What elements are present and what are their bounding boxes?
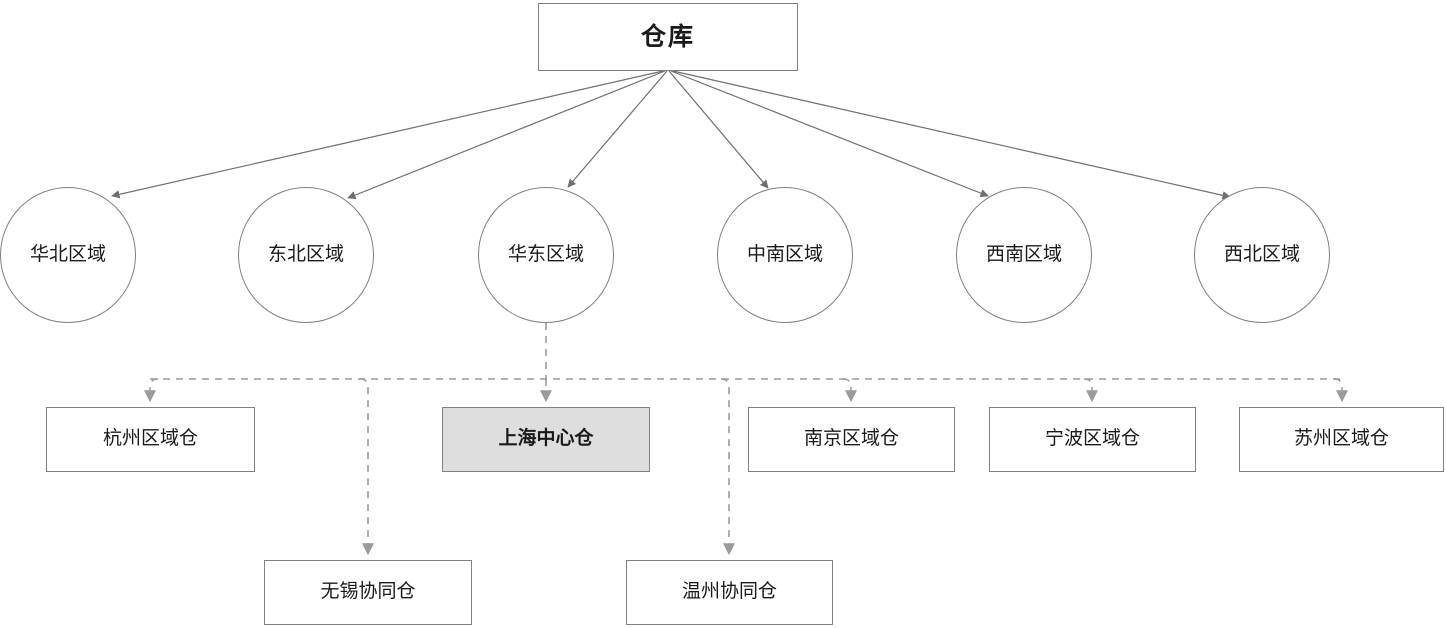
node-region-xibei[interactable]: 西北区域 — [1194, 187, 1330, 323]
root-to-region-edges — [111, 70, 1231, 200]
node-region-huabei-label: 华北区域 — [29, 243, 106, 265]
node-warehouse-hangzhou[interactable]: 杭州区域仓 — [46, 407, 255, 472]
node-region-xibei-label: 西北区域 — [1223, 243, 1300, 265]
edge-root-huabei — [111, 70, 664, 199]
edge-drop-ningbo — [1083, 378, 1098, 403]
node-warehouse-shanghai-center[interactable]: 上海中心仓 — [442, 407, 650, 472]
node-root-label: 仓库 — [640, 23, 695, 51]
node-region-zhongnan-label: 中南区域 — [746, 243, 823, 265]
edge-drop-wenzhou — [720, 378, 735, 556]
node-warehouse-ningbo[interactable]: 宁波区域仓 — [989, 407, 1196, 472]
edge-drop-wuxi — [359, 378, 374, 556]
node-warehouse-ningbo-label: 宁波区域仓 — [1044, 428, 1140, 450]
node-root-warehouse[interactable]: 仓库 — [538, 3, 798, 71]
node-region-huadong-label: 华东区域 — [507, 243, 584, 265]
edge-root-zhongnan — [668, 70, 769, 189]
edge-root-xibei — [672, 70, 1231, 200]
node-region-zhongnan[interactable]: 中南区域 — [717, 187, 853, 323]
node-warehouse-nanjing[interactable]: 南京区域仓 — [748, 407, 955, 472]
node-warehouse-shanghai-center-label: 上海中心仓 — [498, 428, 594, 450]
node-region-dongbei-label: 东北区域 — [267, 243, 344, 265]
node-warehouse-wenzhou-collab-label: 温州协同仓 — [681, 581, 777, 603]
edge-drop-nanjing — [842, 378, 857, 403]
node-warehouse-wuxi-collab-label: 无锡协同仓 — [320, 581, 416, 603]
node-region-xinan[interactable]: 西南区域 — [956, 187, 1092, 323]
node-warehouse-wenzhou-collab[interactable]: 温州协同仓 — [626, 560, 833, 625]
node-warehouse-suzhou[interactable]: 苏州区域仓 — [1239, 407, 1444, 472]
node-warehouse-wuxi-collab[interactable]: 无锡协同仓 — [264, 560, 472, 625]
node-warehouse-suzhou-label: 苏州区域仓 — [1293, 428, 1389, 450]
edge-drop-suzhou — [1333, 378, 1348, 403]
edge-root-xinan — [670, 70, 989, 198]
node-warehouse-hangzhou-label: 杭州区域仓 — [102, 428, 198, 450]
node-region-xinan-label: 西南区域 — [985, 243, 1062, 265]
edge-root-huadong — [567, 70, 668, 188]
node-warehouse-nanjing-label: 南京区域仓 — [803, 428, 899, 450]
node-region-huabei[interactable]: 华北区域 — [0, 187, 136, 323]
edge-root-dongbei — [347, 70, 666, 200]
node-region-dongbei[interactable]: 东北区域 — [238, 187, 374, 323]
node-region-huadong[interactable]: 华东区域 — [478, 187, 614, 323]
edge-drop-hangzhou — [144, 378, 159, 403]
